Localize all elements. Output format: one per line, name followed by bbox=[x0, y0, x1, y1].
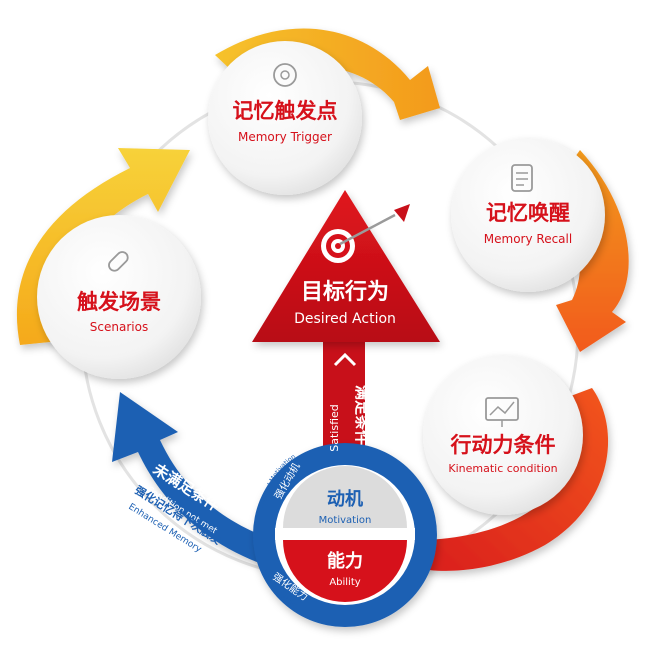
pill-icon bbox=[108, 251, 129, 272]
ability-en: Ability bbox=[329, 577, 360, 588]
trigger-en: Memory Trigger bbox=[238, 130, 332, 144]
chevron-up-icon bbox=[333, 352, 357, 367]
motivation-en: Motivation bbox=[319, 515, 372, 526]
recall-zh: 记忆唤醒 bbox=[486, 201, 570, 225]
target-triangle bbox=[252, 190, 440, 342]
kinematic-en: Kinematic condition bbox=[448, 462, 557, 475]
dart-target-icon bbox=[321, 204, 410, 263]
satisfied-zh: 满足条件 bbox=[353, 385, 371, 445]
node-trigger bbox=[208, 41, 362, 195]
ability-zh: 能力 bbox=[327, 550, 363, 572]
trigger-zh: 记忆触发点 bbox=[233, 99, 338, 123]
scenarios-en: Scenarios bbox=[90, 320, 148, 334]
target-en: Desired Action bbox=[294, 311, 396, 327]
node-scenarios bbox=[37, 215, 201, 379]
arrow-kinematic-to-ability bbox=[415, 388, 609, 571]
satisfied-en: Satisfied bbox=[328, 404, 341, 452]
brain-gear-icon bbox=[273, 63, 297, 87]
node-kinematic bbox=[423, 355, 583, 515]
scroll-icon bbox=[511, 164, 533, 192]
kinematic-zh: 行动力条件 bbox=[450, 433, 556, 457]
scenarios-zh: 触发场景 bbox=[77, 290, 161, 314]
target-zh: 目标行为 bbox=[301, 279, 389, 305]
node-recall bbox=[451, 138, 605, 292]
recall-en: Memory Recall bbox=[484, 232, 572, 246]
core-circle bbox=[253, 443, 437, 627]
motivation-zh: 动机 bbox=[327, 489, 363, 510]
arrow-not-met-to-scenarios bbox=[112, 392, 305, 575]
